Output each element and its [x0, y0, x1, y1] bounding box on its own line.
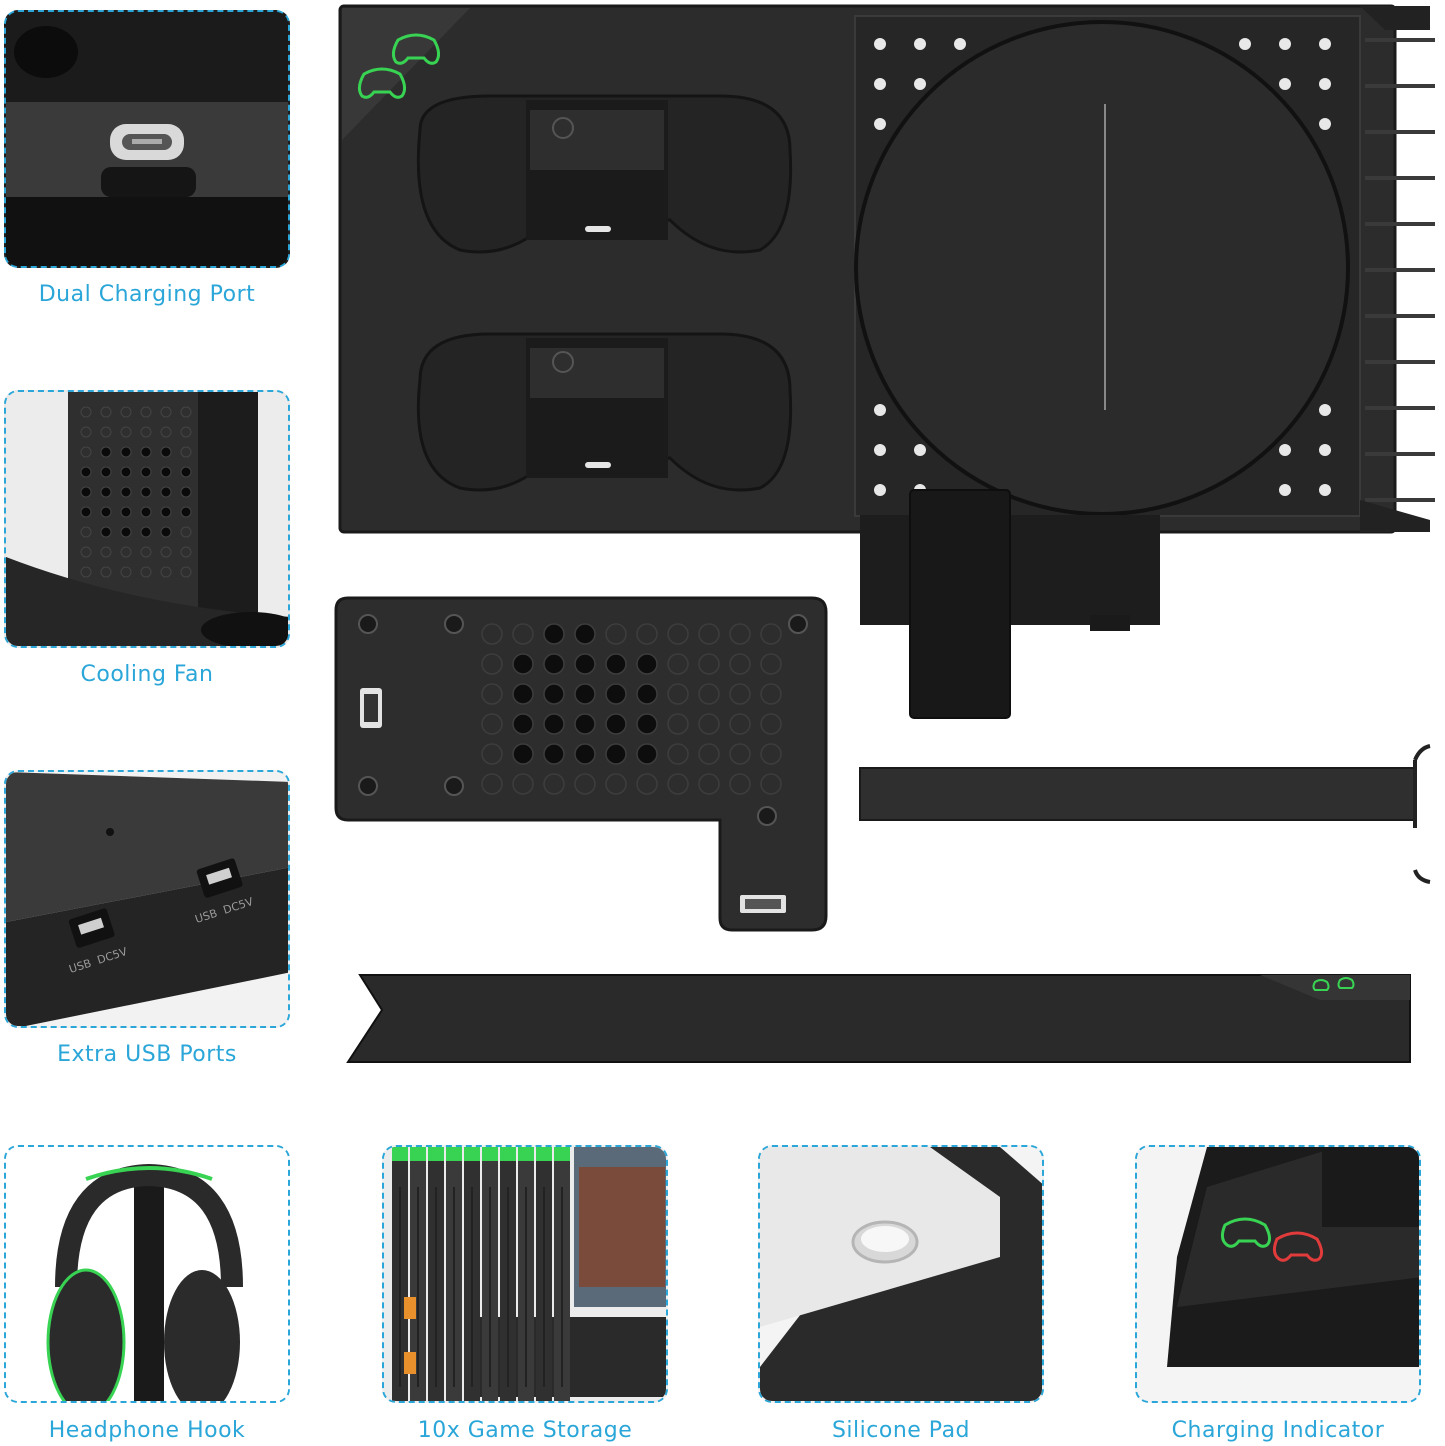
- controller-led-icon-1: [391, 33, 441, 65]
- caption-dual-charging-port: Dual Charging Port: [38, 282, 256, 307]
- caption-silicone-pad: Silicone Pad: [831, 1418, 971, 1443]
- stand-components-drawing: [334, 4, 1435, 1063]
- game-cases-closeup: [384, 1147, 666, 1401]
- caption-charging-indicator: Charging Indicator: [1171, 1418, 1385, 1443]
- game-storage-tile: [382, 1145, 668, 1403]
- dual-charging-port-tile: [4, 10, 290, 268]
- cooling-fan-tile: [4, 390, 290, 648]
- charging-indicator-closeup: [1137, 1147, 1419, 1401]
- extra-usb-ports-tile: USB DC5V USB DC5V: [4, 770, 290, 1028]
- headphone-hook-tile: [4, 1145, 290, 1403]
- caption-extra-usb-ports: Extra USB Ports: [57, 1042, 237, 1067]
- headphone-closeup: [6, 1147, 288, 1401]
- caption-cooling-fan: Cooling Fan: [80, 662, 214, 687]
- usb-ports-closeup: [6, 772, 288, 1026]
- silicone-pad-tile: [758, 1145, 1044, 1403]
- silicone-pad-closeup: [760, 1147, 1042, 1401]
- usb-c-port-closeup: [6, 12, 288, 266]
- cooling-fan-closeup: [6, 392, 288, 646]
- caption-game-storage: 10x Game Storage: [417, 1418, 633, 1443]
- charging-indicator-tile: [1135, 1145, 1421, 1403]
- caption-headphone-hook: Headphone Hook: [48, 1418, 246, 1443]
- controller-bay-top: [416, 94, 793, 254]
- controller-bay-bottom: [416, 332, 793, 492]
- controller-led-icon-2: [357, 67, 407, 99]
